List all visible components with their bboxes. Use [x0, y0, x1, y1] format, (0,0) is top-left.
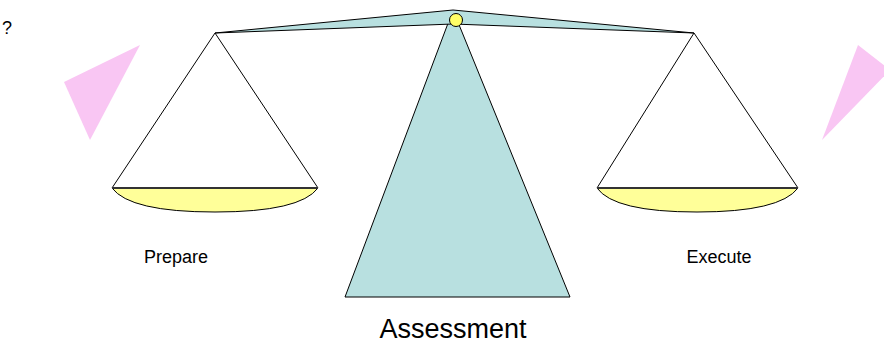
scale-title: Assessment	[379, 314, 526, 345]
pink-arrow	[822, 45, 884, 140]
pan-string	[215, 33, 318, 188]
balance-beam	[215, 10, 694, 33]
pivot	[450, 14, 463, 27]
pan-string	[597, 33, 694, 188]
stand-triangle	[345, 10, 570, 297]
pan-rim	[597, 187, 798, 189]
pan-string	[694, 33, 798, 188]
question-mark: ?	[2, 18, 12, 39]
scale-pan	[597, 188, 798, 212]
pan-label: Execute	[686, 247, 751, 268]
pan-rim	[112, 187, 318, 189]
pink-arrow	[64, 45, 140, 140]
pan-label: Prepare	[144, 247, 208, 268]
pan-string	[112, 33, 215, 188]
scale-pan	[112, 188, 318, 212]
